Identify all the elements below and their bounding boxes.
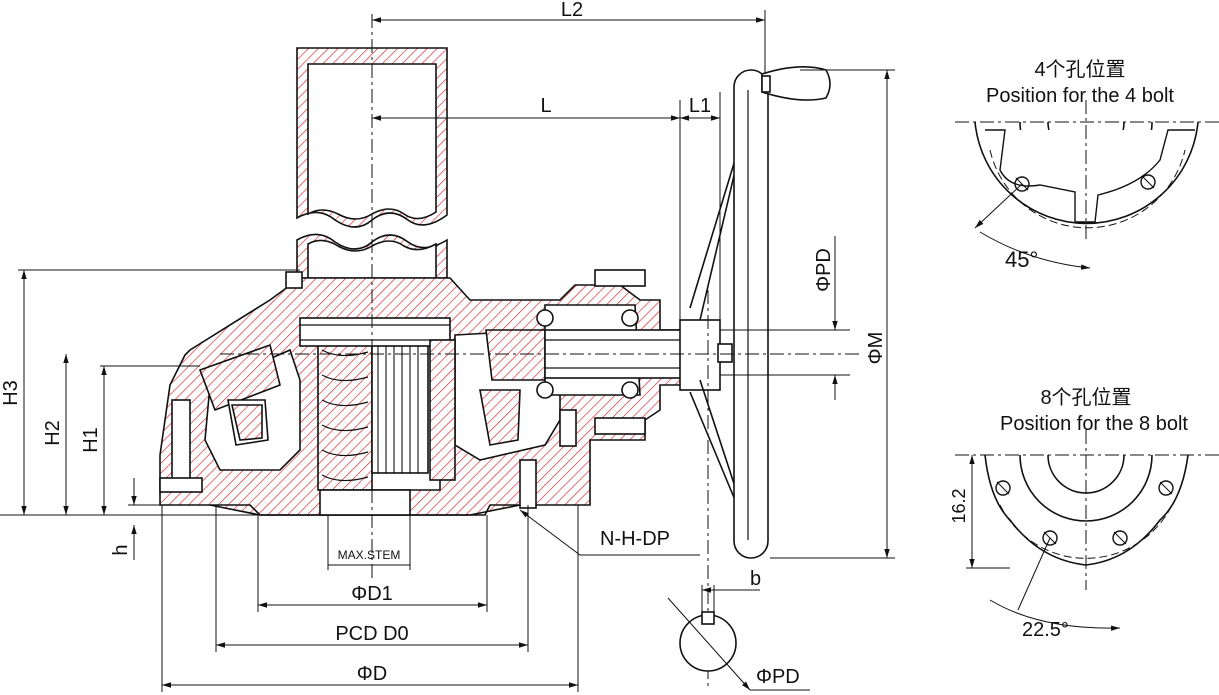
bolt4-title-en: Position for the 4 bolt [986, 85, 1174, 107]
bolt8-angle: 22.5° [1022, 619, 1069, 641]
label-h: h [110, 544, 132, 555]
label-l2: L2 [561, 0, 583, 21]
label-h1: H1 [80, 427, 102, 453]
label-max-stem: MAX.STEM [338, 548, 401, 562]
label-h3: H3 [0, 380, 22, 406]
bolt-left [171, 399, 191, 481]
label-d1: ΦD1 [351, 583, 393, 605]
bolt4-title-cn: 4个孔位置 [1034, 58, 1125, 81]
bolt8-title-cn: 8个孔位置 [1040, 386, 1131, 409]
handwheel-rim [733, 69, 769, 559]
worm-wheel [317, 339, 373, 491]
bolt4-angle: 45° [1005, 247, 1038, 272]
label-l1: L1 [689, 95, 711, 117]
label-n-h-dp: N-H-DP [600, 528, 670, 550]
bolt-right [519, 459, 537, 509]
dimension-lines [0, 10, 895, 692]
handle [761, 66, 831, 101]
label-b: b [750, 568, 761, 590]
label-m: ΦM [865, 332, 887, 365]
bolt8-dim: 16.2 [949, 488, 969, 523]
label-h2: H2 [42, 420, 64, 446]
bolt-4-detail [955, 100, 1219, 270]
label-d: ΦD [357, 663, 387, 685]
bolt8-title-en: Position for the 8 bolt [1000, 413, 1188, 435]
shaft-key-section [667, 585, 810, 691]
label-pd-vertical: ΦPD [813, 248, 835, 292]
label-pd-key: ΦPD [756, 666, 800, 688]
label-pcd: PCD D0 [335, 623, 408, 645]
spline-hub [371, 344, 429, 474]
label-l: L [540, 95, 551, 117]
bolt-8-detail [955, 430, 1219, 631]
section-view [159, 47, 831, 559]
handwheel-spokes [689, 149, 743, 509]
